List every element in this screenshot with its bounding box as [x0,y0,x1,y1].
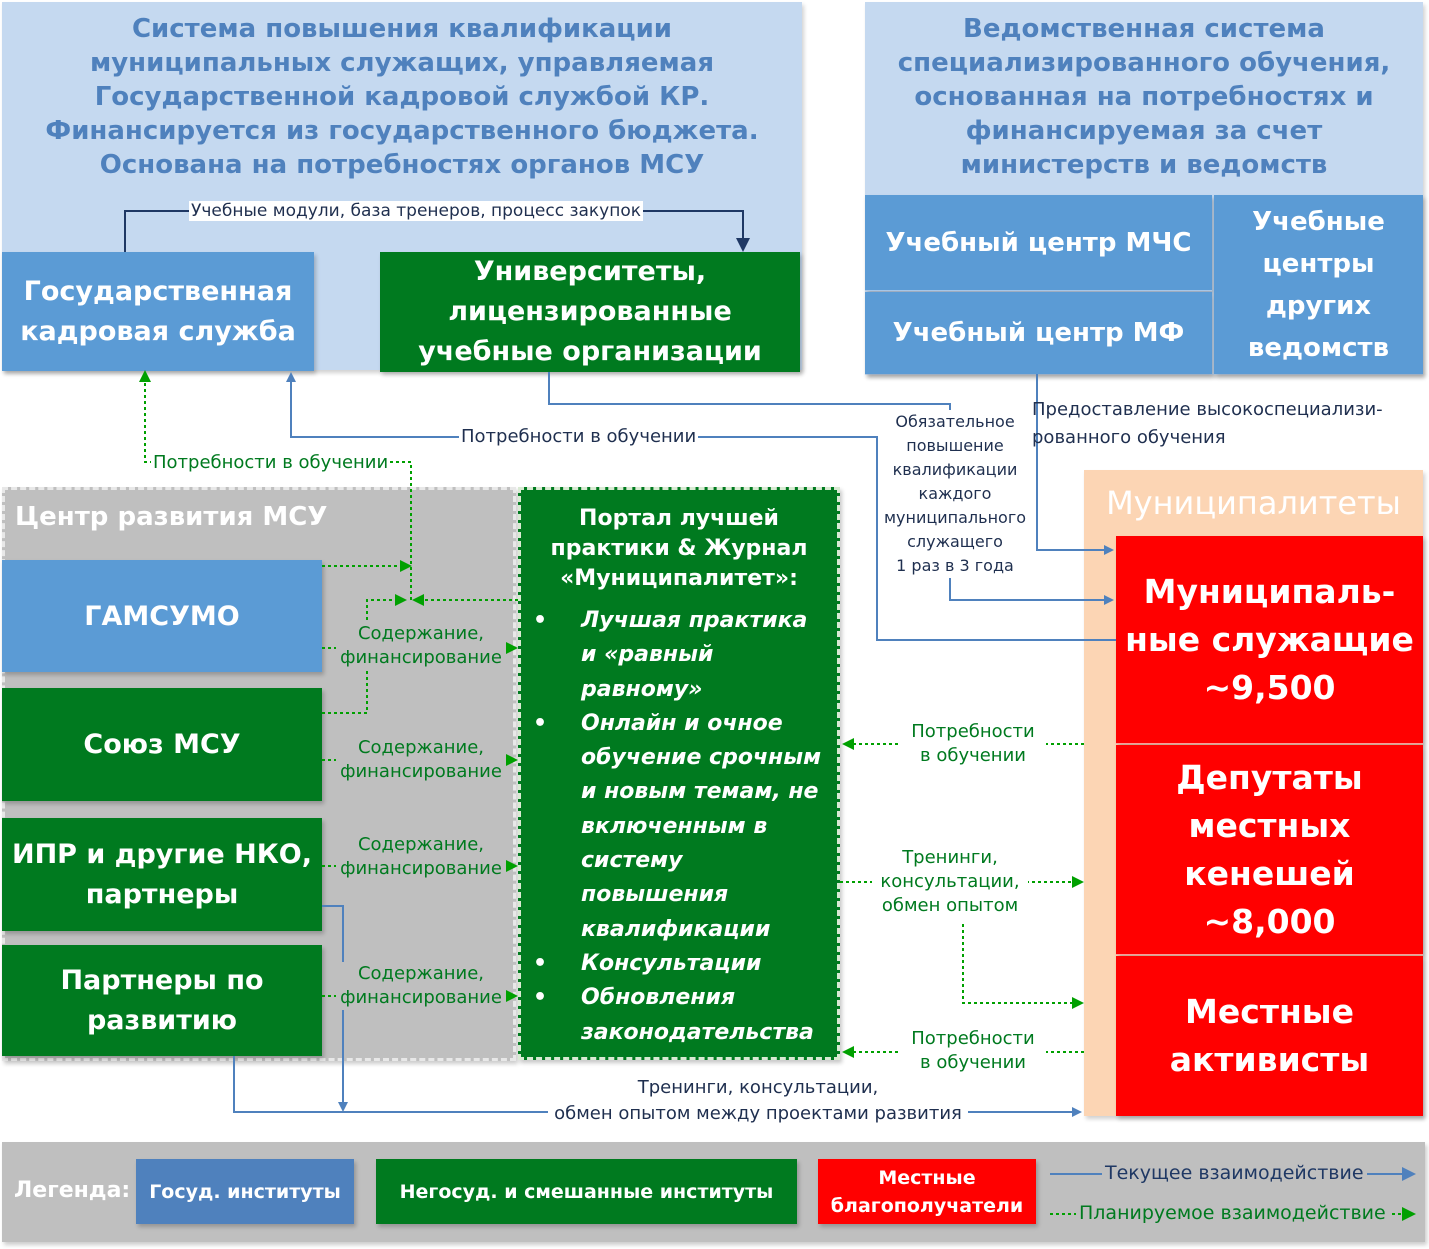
ipr-ngo-box: ИПР и другие НКО, партнеры [2,818,322,931]
specialized-training-line [1036,374,1114,555]
legend-nongov-institutions: Негосуд. и смешанные институты [376,1159,797,1224]
local-council-deputies: Депутаты местных кенешей ~8,000 [1116,745,1423,955]
universities-box: Университеты, лицензированные учебные ор… [380,252,800,372]
needs-green-top-label: Потребности в обучении [151,451,391,475]
legend-planned-label: Планируемое взаимодействие [1076,1202,1389,1224]
departmental-system-description: Ведомственная система специализированног… [897,14,1391,180]
needs-right-label-2: Потребности в обучении [900,1027,1046,1075]
msu-center-title: Центр развития МСУ [15,502,328,532]
mchs-training-center: Учебный центр МЧС [865,195,1212,291]
mandatory-training-label: Обязательное повышение квалификации кажд… [880,410,1030,578]
portal-title: Портал лучшей практики & Журнал «Муницип… [550,506,808,591]
state-system-description: Система повышения квалификации муниципал… [45,14,759,180]
development-partners-box: Партнеры по развитию [2,945,322,1056]
legend-lines [1050,1167,1416,1221]
planned-trainings-branch [962,924,1084,1009]
support-label-gamsumo: Содержание, финансирование [336,622,506,670]
support-label-union: Содержание, финансирование [336,736,506,784]
needs-blue-label: Потребности в обучении [459,426,699,447]
support-label-ipr: Содержание, финансирование [336,833,506,881]
bullet-consultations: • Консультации [533,950,762,976]
ipr-down-line [322,905,348,1112]
legend-title: Легенда: [14,1178,131,1203]
state-hr-service: Государственная кадровая служба [2,252,314,371]
specialized-training-label: Предоставление высокоспециализи- рованно… [1032,399,1383,448]
needs-to-hr-line [286,372,1116,641]
gamsumo-box: ГАМСУМО [2,560,322,672]
municipal-servants: Муниципаль- ные служащие ~9,500 [1116,536,1423,744]
modules-flow-label: Учебные модули, база тренеров, процесс з… [189,201,644,221]
trainings-right-label: Тренинги, консультации, обмен опытом [872,846,1028,918]
support-label-partners: Содержание, финансирование [336,962,506,1010]
needs-right-label-1: Потребности в обучении [900,720,1046,768]
union-to-junction [322,594,407,714]
msu-union-box: Союз МСУ [2,688,322,801]
legend-state-institutions: Госуд. институты [136,1159,354,1224]
legend-current-label: Текущее взаимодействие [1102,1162,1367,1184]
bottom-flow-label: Тренинги, консультации, обмен опытом меж… [548,1075,968,1127]
other-training-centers: Учебные центры других ведомств [1214,195,1423,374]
mandatory-training-line [548,372,1114,605]
bullet-legislation-updates: • Обновления законодательства [533,985,814,1045]
municipalities-title: Муниципалитеты [1106,484,1401,522]
legend-beneficiaries: Местные благополучатели [818,1159,1036,1224]
mf-training-center: Учебный центр МФ [865,292,1212,374]
portal-bullets: • Лучшая практика и «равный равному» • О… [529,604,839,1050]
legend: Легенда: Госуд. институты Негосуд. и сме… [2,1142,1425,1242]
local-activists: Местные активисты [1116,956,1423,1116]
best-practice-portal: Портал лучшей практики & Журнал «Муницип… [518,487,840,1060]
bullet-best-practice: • Лучшая практика и «равный равному» [533,608,808,702]
bullet-online-training: • Онлайн и очное обучение срочным и новы… [533,710,822,942]
